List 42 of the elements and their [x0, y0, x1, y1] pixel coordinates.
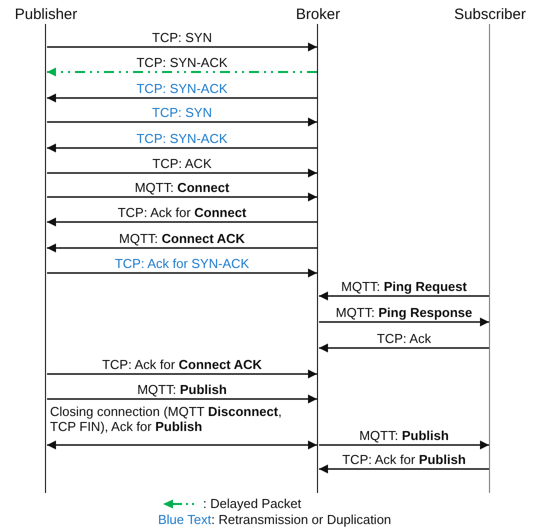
message-arrow [47, 440, 317, 450]
message-arrow [47, 42, 317, 52]
edge-label: TCP: ACK [152, 156, 212, 171]
edge-label: MQTT: Connect [134, 180, 230, 195]
edge-label: Closing connection (MQTT Disconnect, TCP FIN), Ack for Publish [50, 404, 283, 434]
legend-sample-text: Blue Text [158, 512, 212, 527]
edge-label: MQTT: Ping Response [336, 305, 472, 320]
message-arrow [319, 292, 489, 300]
message-arrow [47, 268, 317, 278]
legend-text: : Retransmission or Duplication [211, 512, 392, 527]
message-arrow [47, 192, 317, 202]
edge-label: TCP: SYN-ACK [136, 131, 228, 146]
message-arrow [319, 464, 489, 474]
edge-label: TCP: Ack [376, 331, 432, 346]
edge-label: TCP: Ack for SYN-ACK [114, 256, 250, 271]
message-arrow [47, 394, 317, 404]
edge-label: TCP: SYN [152, 105, 212, 120]
edge-label: TCP: Ack for Connect ACK [102, 357, 262, 372]
message-arrow [47, 94, 317, 102]
message-arrow [319, 440, 489, 450]
participant-label: Subscriber [454, 6, 526, 24]
edge-label: MQTT: Ping Request [341, 279, 467, 294]
edge-label: TCP: SYN [152, 30, 212, 45]
edge-label: MQTT: Publish [359, 428, 449, 443]
edge-label: MQTT: Connect ACK [119, 231, 245, 246]
message-arrow [47, 244, 317, 252]
participant-label: Broker [296, 6, 340, 24]
message-arrow [47, 144, 317, 152]
message-arrow [47, 370, 317, 378]
edge-label: MQTT: Publish [137, 382, 227, 397]
message-arrow [47, 118, 317, 126]
message-arrow [319, 344, 489, 352]
edge-label: TCP: Ack for Publish [342, 452, 466, 467]
edge-label: TCP: SYN-ACK [136, 55, 228, 70]
message-arrow [47, 68, 317, 76]
edge-label: TCP: Ack for Connect [118, 205, 246, 220]
legend-text: : Delayed Packet [203, 496, 302, 511]
message-arrow [47, 168, 317, 178]
edge-label: TCP: SYN-ACK [136, 81, 228, 96]
message-arrow [319, 318, 489, 326]
participant-label: Publisher [14, 6, 78, 24]
message-arrow [47, 218, 317, 226]
